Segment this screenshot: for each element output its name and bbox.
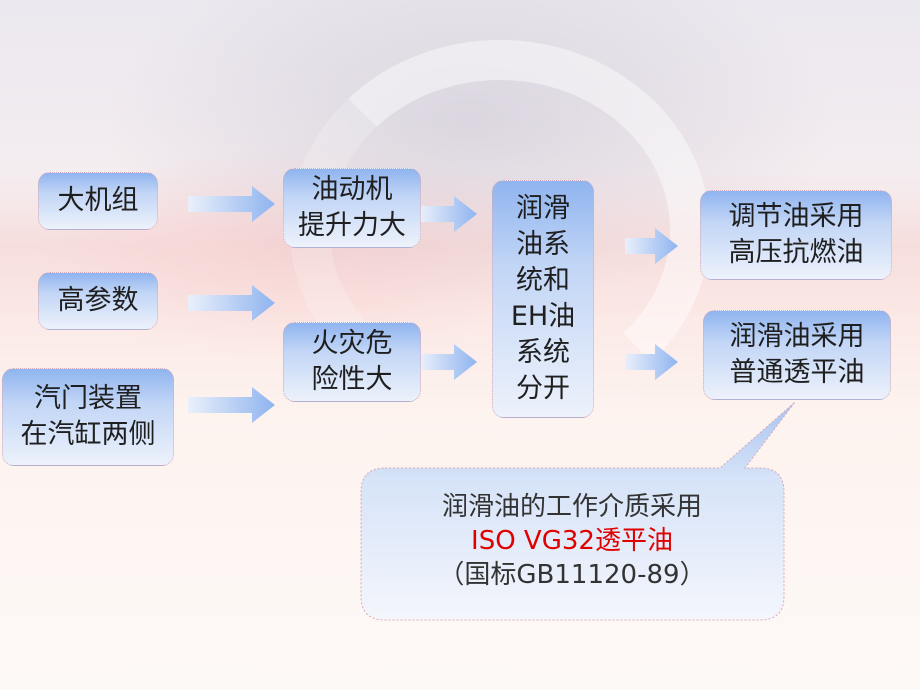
- node-oil-motor: 油动机 提升力大: [283, 168, 421, 248]
- node-big-unit: 大机组: [38, 172, 158, 230]
- node-big-unit-label: 大机组: [57, 185, 139, 216]
- node-separate-systems-line5: 系统: [516, 337, 570, 368]
- node-fire-risk: 火灾危 险性大: [283, 322, 421, 402]
- callout-text: 润滑油的工作介质采用 ISO VG32透平油 （国标GB11120-89）: [362, 490, 782, 592]
- arrow-oil-motor: [420, 196, 477, 232]
- node-oil-motor-line1: 油动机: [311, 174, 393, 205]
- node-lube-oil-line2: 普通透平油: [729, 357, 865, 388]
- node-separate-systems: 润滑 油系 统和 EH油 系统 分开: [492, 180, 594, 418]
- arrow-big-unit: [188, 186, 275, 222]
- node-valve-device-line1: 汽门装置: [34, 383, 142, 414]
- node-separate-systems-line3: 统和: [516, 265, 570, 296]
- node-lube-oil: 润滑油采用 普通透平油: [703, 310, 891, 400]
- node-high-params: 高参数: [38, 272, 158, 330]
- arrow-fire-risk: [420, 344, 477, 380]
- node-fire-risk-line2: 险性大: [311, 364, 393, 395]
- arrow-valve-device: [188, 387, 275, 423]
- node-separate-systems-line1: 润滑: [516, 193, 570, 224]
- arrow-high-params: [188, 285, 275, 321]
- node-lube-oil-line1: 润滑油采用: [729, 321, 865, 352]
- node-valve-device: 汽门装置 在汽缸两侧: [2, 368, 174, 466]
- node-valve-device-line2: 在汽缸两侧: [20, 419, 156, 450]
- callout-line2: ISO VG32透平油: [471, 526, 673, 556]
- node-separate-systems-line4: EH油: [510, 301, 576, 332]
- callout-line3: （国标GB11120-89）: [438, 560, 706, 590]
- node-control-oil-line2: 高压抗燃油: [728, 237, 864, 268]
- node-control-oil-line1: 调节油采用: [728, 201, 864, 232]
- callout-line1: 润滑油的工作介质采用: [441, 492, 702, 522]
- node-separate-systems-line6: 分开: [516, 373, 570, 404]
- node-high-params-label: 高参数: [57, 285, 139, 316]
- arrow-control-oil: [625, 228, 678, 264]
- node-oil-motor-line2: 提升力大: [298, 210, 406, 241]
- node-control-oil: 调节油采用 高压抗燃油: [700, 190, 892, 280]
- arrow-lube-oil: [625, 344, 678, 380]
- callout-shape: [360, 401, 796, 621]
- node-fire-risk-line1: 火灾危: [311, 328, 393, 359]
- node-separate-systems-line2: 油系: [516, 229, 570, 260]
